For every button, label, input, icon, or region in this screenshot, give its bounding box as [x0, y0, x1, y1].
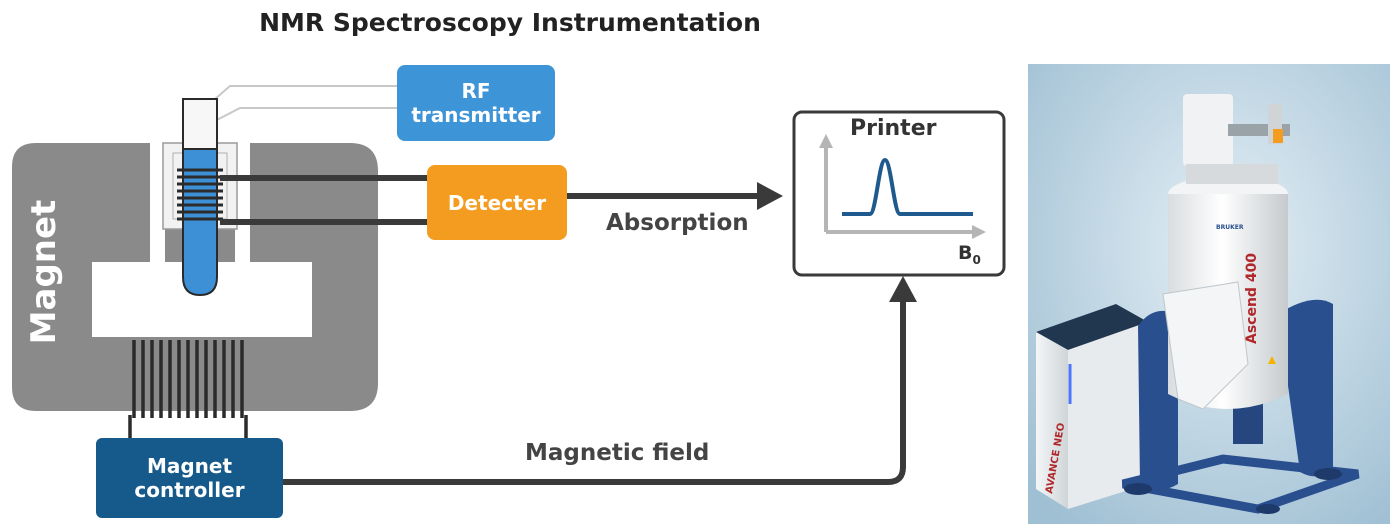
magnetic-field-arrow	[283, 300, 906, 485]
stand-base	[1121, 454, 1360, 514]
foot-1	[1124, 483, 1152, 495]
figure-title: NMR Spectroscopy Instrumentation	[259, 8, 761, 37]
b0-base: B	[958, 242, 973, 264]
printer-y-arrowhead	[819, 134, 833, 148]
b0-subscript: 0	[972, 252, 981, 267]
absorption-arrowhead	[757, 182, 783, 210]
printer-label: Printer	[850, 116, 937, 141]
rf-transmitter-line-2: transmitter	[411, 103, 541, 127]
console-front	[1036, 332, 1068, 509]
schematic-diagram	[12, 85, 1006, 485]
magnet-coil	[132, 340, 244, 418]
tank-collar	[1186, 164, 1278, 184]
top-orange-fitting	[1273, 129, 1283, 143]
warning-sticker	[1268, 356, 1276, 364]
detector-label: Detecter	[447, 190, 547, 215]
rf-transmitter-box: RF transmitter	[397, 65, 555, 141]
magnet-model-label: Ascend 400	[1244, 253, 1260, 344]
spectrometer-photo: AVANCE NEO Ascend 400 BRUKER	[1028, 64, 1390, 524]
printer-x-arrowhead	[972, 225, 986, 239]
sample-tube-cap	[182, 98, 218, 150]
console-top	[1036, 304, 1148, 350]
printer-frame	[792, 110, 1006, 277]
foot-3	[1256, 504, 1280, 514]
magnet-controller-line-2: controller	[134, 478, 245, 502]
magnet-label: Magnet	[24, 199, 64, 345]
rf-transmitter-line-1: RF	[461, 79, 491, 103]
b0-axis-label: B0	[958, 242, 981, 267]
preamp-housing	[1162, 281, 1249, 410]
magnetic-field-label: Magnetic field	[525, 440, 710, 466]
probe-coil	[177, 168, 223, 221]
detector-box: Detecter	[427, 165, 567, 240]
rf-wire-2	[206, 107, 397, 126]
console-side	[1068, 322, 1148, 509]
stand-leg-right	[1278, 299, 1333, 477]
brand-label: BRUKER	[1216, 224, 1244, 231]
spectrum-peak	[842, 157, 973, 216]
foot-2	[1314, 468, 1342, 480]
magnet-controller-line-1: Magnet	[146, 454, 233, 478]
absorption-label: Absorption	[606, 210, 749, 236]
magnetic-field-arrowhead	[889, 276, 917, 302]
magnet-controller-box: Magnet controller	[96, 438, 283, 518]
rf-wire-1	[206, 85, 397, 107]
magnet-body	[12, 143, 378, 411]
top-turret	[1183, 94, 1233, 166]
